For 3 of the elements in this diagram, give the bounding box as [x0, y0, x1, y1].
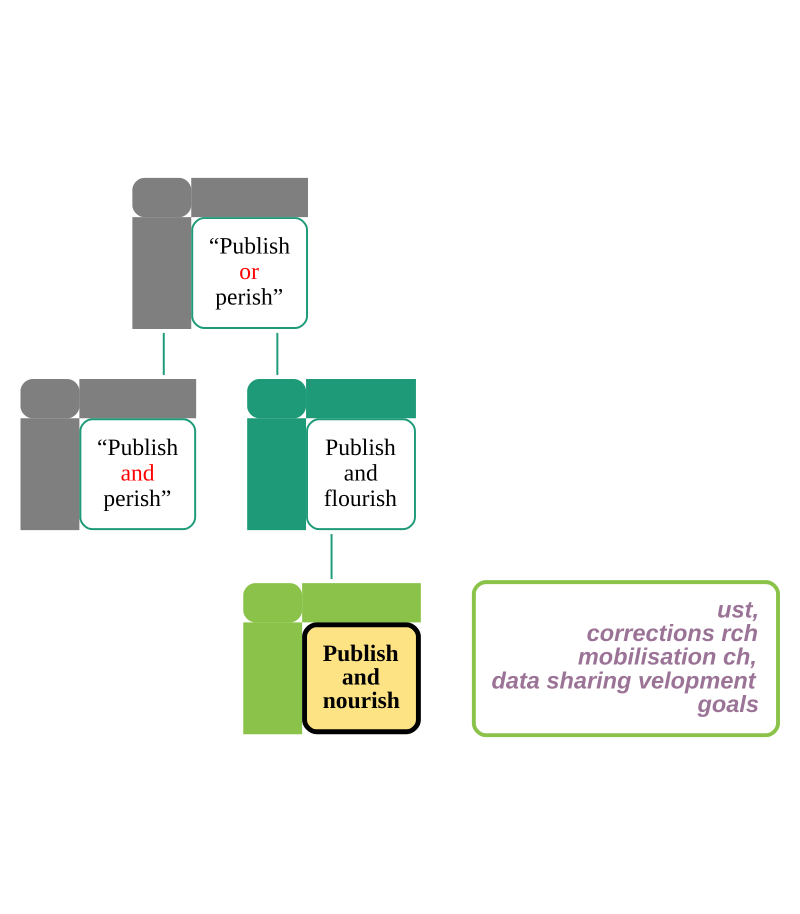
connector	[330, 534, 333, 579]
connector	[162, 332, 165, 374]
connector	[276, 332, 278, 374]
